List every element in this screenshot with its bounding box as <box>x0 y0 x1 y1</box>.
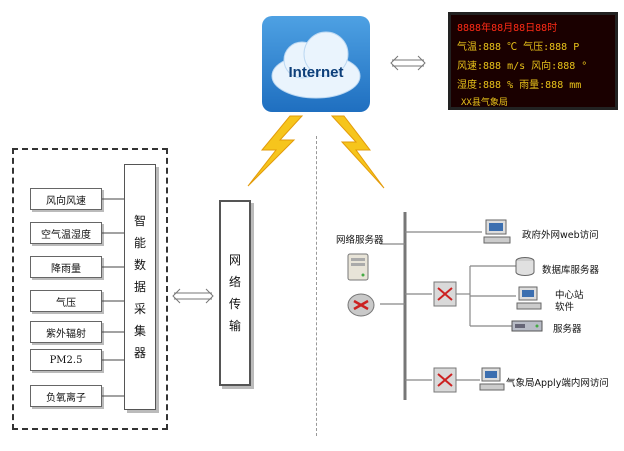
cloud-icon <box>271 31 361 99</box>
display-temp-pressure: 气温:888 ℃ 气压:888 P <box>457 42 580 53</box>
display-wind: 风速:888 m/s 风向:888 ° <box>457 61 588 72</box>
sensor-rainfall: 降雨量 <box>30 256 102 278</box>
display-datetime: 8888年88月88日88时 <box>457 23 558 34</box>
switch-icon <box>432 280 458 308</box>
led-display-board: 8888年88月88日88时 气温:888 ℃ 气压:888 P 风速:888 … <box>448 12 618 110</box>
center-station-computer-icon <box>515 285 543 311</box>
data-collector-label: 智能数据采集器 <box>133 214 146 360</box>
sensor-group-frame <box>12 148 168 430</box>
bureau-switch-icon <box>432 366 458 394</box>
sensor-temp-humidity: 空气温湿度 <box>30 222 102 244</box>
display-footer: XX县气象局 <box>461 98 508 108</box>
data-collector: 智能数据采集器 <box>124 164 156 410</box>
bureau-access-label: 气象局Apply端内网访问 <box>506 378 609 389</box>
network-transmission: 网络传输 <box>219 200 251 386</box>
internet-cloud-tile <box>262 16 370 112</box>
server-label: 服务器 <box>553 324 582 335</box>
sensor-pressure: 气压 <box>30 290 102 312</box>
database-icon <box>514 256 536 278</box>
gov-web-access-label: 政府外网web访问 <box>522 230 599 241</box>
db-server-label: 数据库服务器 <box>542 265 600 276</box>
center-station-label: 中心站 软件 <box>555 290 584 313</box>
display-humidity-rain: 湿度:888 % 雨量:888 mm <box>457 80 582 91</box>
router-icon <box>346 292 376 318</box>
internet-label: Internet <box>288 64 344 81</box>
sensor-negative-ion: 负氧离子 <box>30 385 102 407</box>
server-tower-icon <box>346 252 372 282</box>
sensor-pm25: PM2.5 <box>30 349 102 371</box>
computer-icon <box>482 218 512 246</box>
rack-server-icon <box>510 318 544 334</box>
web-server-label: 网络服务器 <box>336 235 384 246</box>
network-transmission-label: 网络传输 <box>228 253 241 333</box>
sensor-uv: 紫外辐射 <box>30 321 102 343</box>
sensor-wind: 风向风速 <box>30 188 102 210</box>
bureau-computer-icon <box>478 366 506 392</box>
section-divider <box>316 136 317 436</box>
